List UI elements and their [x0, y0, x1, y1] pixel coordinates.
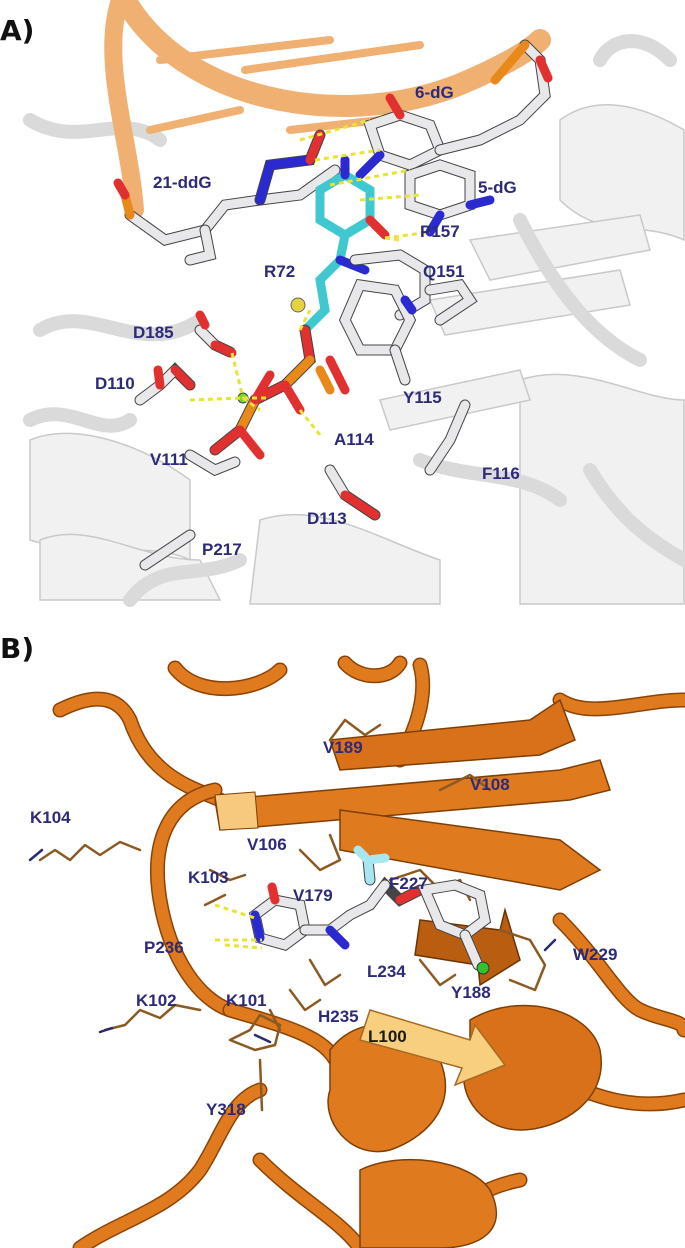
label-p217: P217: [202, 540, 242, 559]
panel-b-ligand-sticks: [248, 845, 492, 975]
label-r72: R72: [264, 262, 295, 281]
label-y318: Y318: [206, 1100, 246, 1119]
label-l100: L100: [368, 1027, 407, 1046]
label-a114: A114: [334, 430, 374, 449]
label-d185: D185: [133, 323, 174, 342]
panel-a-labels: 6-dG 21-ddG 5-dG P157 R72 Q151 D185 D110…: [95, 83, 520, 559]
label-p236: P236: [144, 938, 184, 957]
label-d113: D113: [307, 509, 347, 528]
panel-a-hbonds: [189, 118, 431, 436]
label-v179: V179: [293, 886, 333, 905]
panel-a: A) 6-dG 21-ddG 5-dG P157 R72 Q151 D185 D…: [0, 0, 685, 607]
label-y115: Y115: [403, 388, 442, 407]
panel-b-letter: B): [0, 632, 34, 665]
label-w229: W229: [573, 945, 617, 964]
label-v106: V106: [247, 835, 287, 854]
label-f227: F227: [389, 874, 428, 893]
panel-a-letter: A): [0, 14, 34, 47]
panel-b-protein-cartoon: [52, 655, 685, 1248]
label-v111: V111: [150, 450, 188, 469]
label-y188: Y188: [451, 983, 491, 1002]
label-k103: K103: [188, 868, 229, 887]
panel-b-labels: V189 V108 K104 V106 K103 V179 F227 P236 …: [30, 738, 617, 1119]
label-v189: V189: [323, 738, 363, 757]
label-k102: K102: [136, 991, 177, 1010]
label-h235: H235: [318, 1007, 359, 1026]
label-6-dg: 6-dG: [415, 83, 454, 102]
label-d110: D110: [95, 374, 135, 393]
label-k104: K104: [30, 808, 71, 827]
panel-b-hbonds: [214, 903, 263, 950]
label-q151: Q151: [423, 262, 465, 281]
panel-b: B) V189 V108 K104 V106 K103 V179 F227 P2…: [0, 632, 685, 1248]
label-k101: K101: [226, 991, 267, 1010]
label-l234: L234: [367, 962, 406, 981]
label-5-dg: 5-dG: [478, 178, 517, 197]
panel-a-ligand-sticks: [113, 39, 553, 571]
label-v108: V108: [470, 775, 510, 794]
label-p157: P157: [420, 222, 460, 241]
panel-a-protein-cartoon: [23, 34, 685, 607]
label-f116: F116: [482, 464, 520, 483]
label-21-ddg: 21-ddG: [153, 173, 212, 192]
